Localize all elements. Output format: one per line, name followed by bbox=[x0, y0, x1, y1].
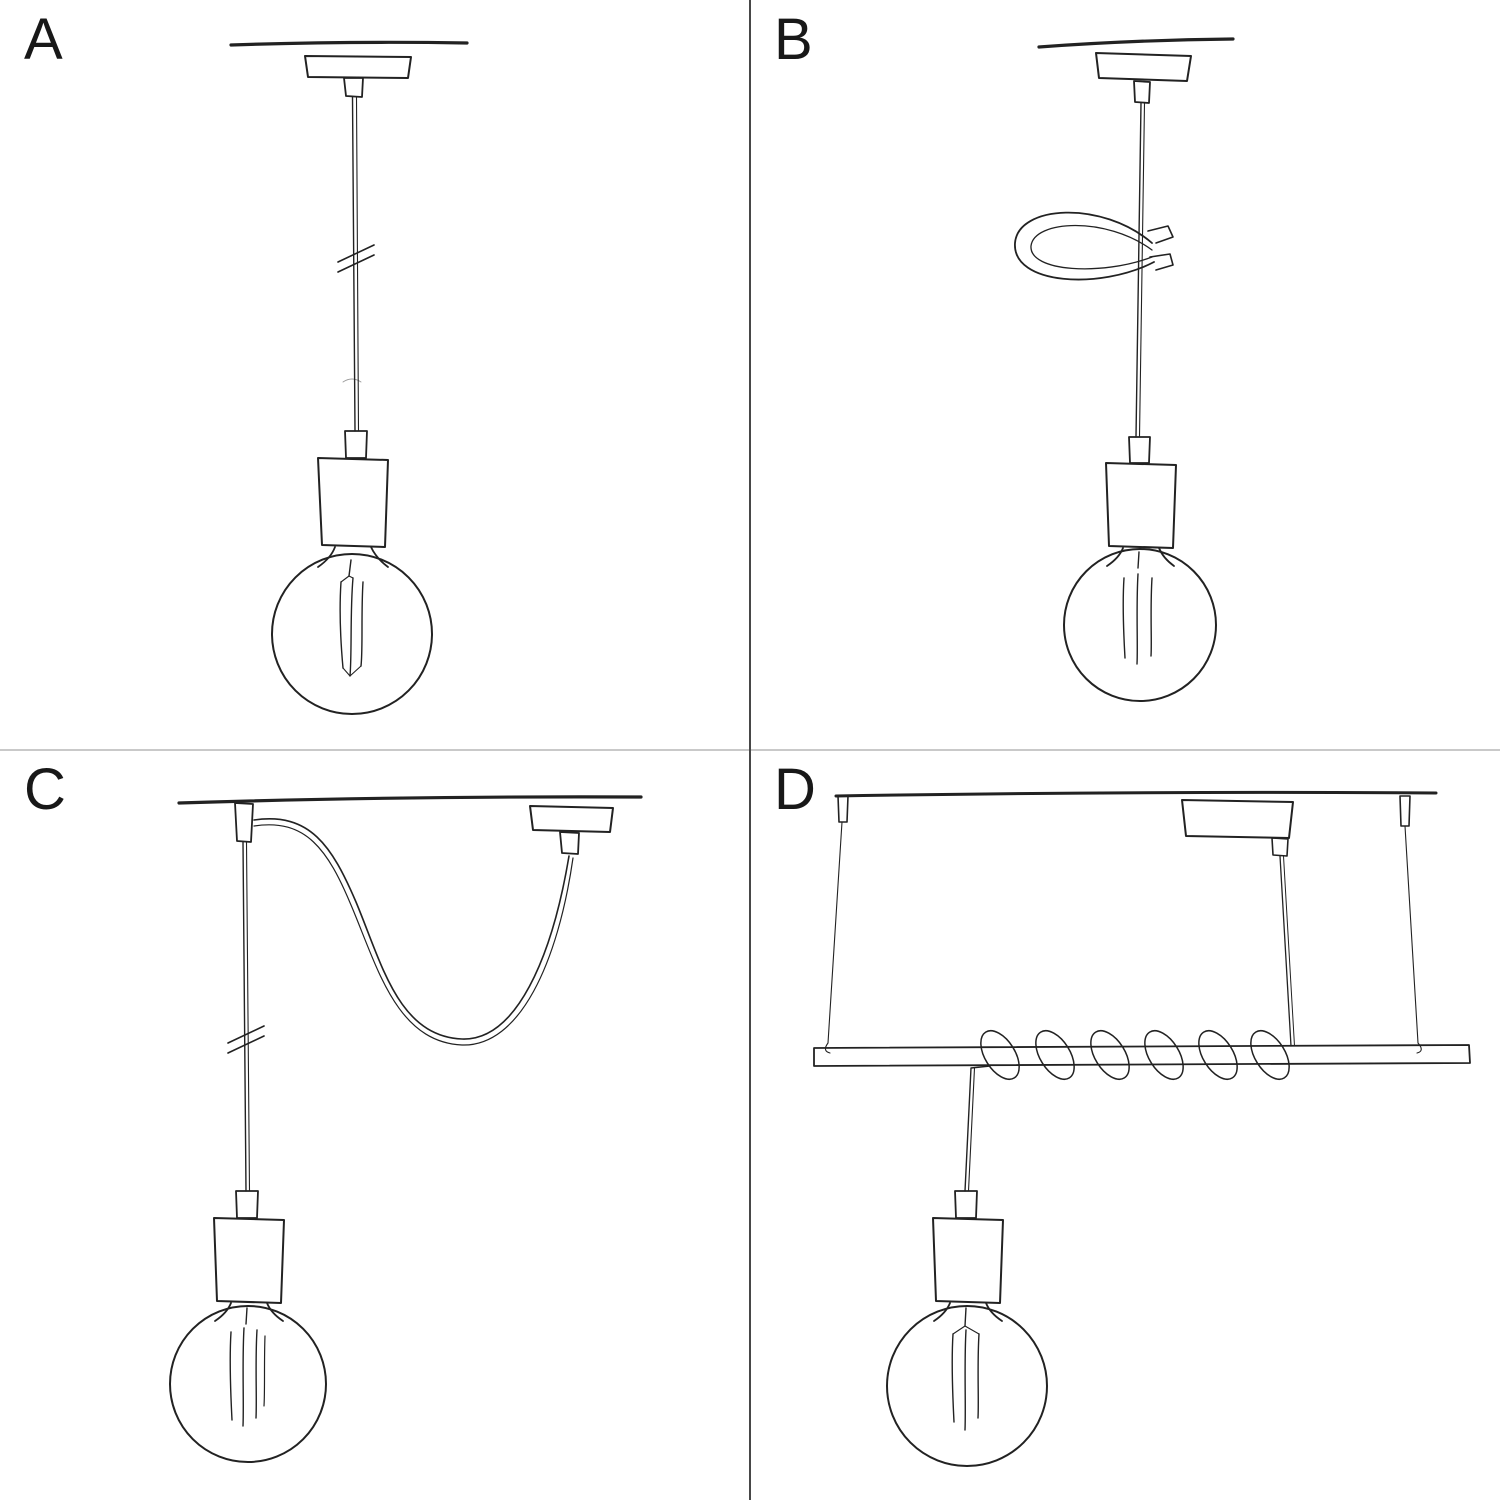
bulb-filament bbox=[339, 559, 364, 677]
suspension-wires bbox=[824, 821, 1422, 1054]
panel-a-label: A bbox=[24, 7, 64, 72]
ceiling-rose bbox=[1095, 52, 1192, 104]
lamp-holder bbox=[213, 1190, 285, 1322]
rose-drop-cable bbox=[1279, 855, 1295, 1047]
panel-a: A bbox=[0, 0, 750, 750]
pendant-straight-drop-sketch bbox=[229, 40, 469, 715]
pendant-cable bbox=[337, 96, 375, 432]
ceiling-line bbox=[177, 795, 643, 805]
ceiling-rose bbox=[304, 55, 412, 98]
ceiling-line bbox=[834, 790, 1438, 798]
lamp-holder bbox=[932, 1190, 1004, 1322]
pendant-suspended-bar-sketch bbox=[813, 790, 1471, 1467]
panel-b: B bbox=[750, 0, 1500, 750]
ceiling-hook bbox=[234, 802, 254, 843]
cable-coil-wraps bbox=[980, 1030, 1290, 1080]
light-bulb bbox=[271, 553, 433, 715]
ceiling-hook-right bbox=[1399, 795, 1411, 827]
wooden-bar bbox=[813, 1044, 1471, 1067]
light-bulb bbox=[1063, 548, 1217, 702]
pendant-cable bbox=[1135, 102, 1146, 438]
vertical-divider bbox=[749, 0, 751, 1500]
panel-b-label: B bbox=[774, 7, 814, 72]
panel-c: C bbox=[0, 750, 750, 1500]
pendant-cable bbox=[227, 841, 265, 1192]
lamp-holder bbox=[317, 430, 389, 568]
panel-c-label: C bbox=[24, 757, 67, 822]
panel-d: D bbox=[750, 750, 1500, 1500]
panel-d-label: D bbox=[774, 757, 817, 822]
ceiling-rose bbox=[1181, 799, 1294, 857]
light-bulb bbox=[169, 1305, 327, 1463]
lamp-holder bbox=[1105, 436, 1177, 567]
ceiling-line bbox=[229, 40, 469, 47]
ceiling-hook-left bbox=[837, 795, 849, 823]
pendant-swag-hook-sketch bbox=[169, 795, 643, 1463]
bulb-filament bbox=[951, 1307, 980, 1431]
cable-tie-loop bbox=[1014, 211, 1174, 281]
ceiling-line bbox=[1037, 37, 1235, 49]
ceiling-rose bbox=[529, 805, 614, 855]
pendant-cable-tie-loop-sketch bbox=[1014, 37, 1235, 702]
light-bulb bbox=[886, 1305, 1048, 1467]
bulb-filament bbox=[1122, 551, 1153, 665]
bulb-filament bbox=[229, 1307, 266, 1427]
pendant-cable bbox=[964, 1065, 991, 1192]
swag-cable bbox=[253, 818, 574, 1046]
